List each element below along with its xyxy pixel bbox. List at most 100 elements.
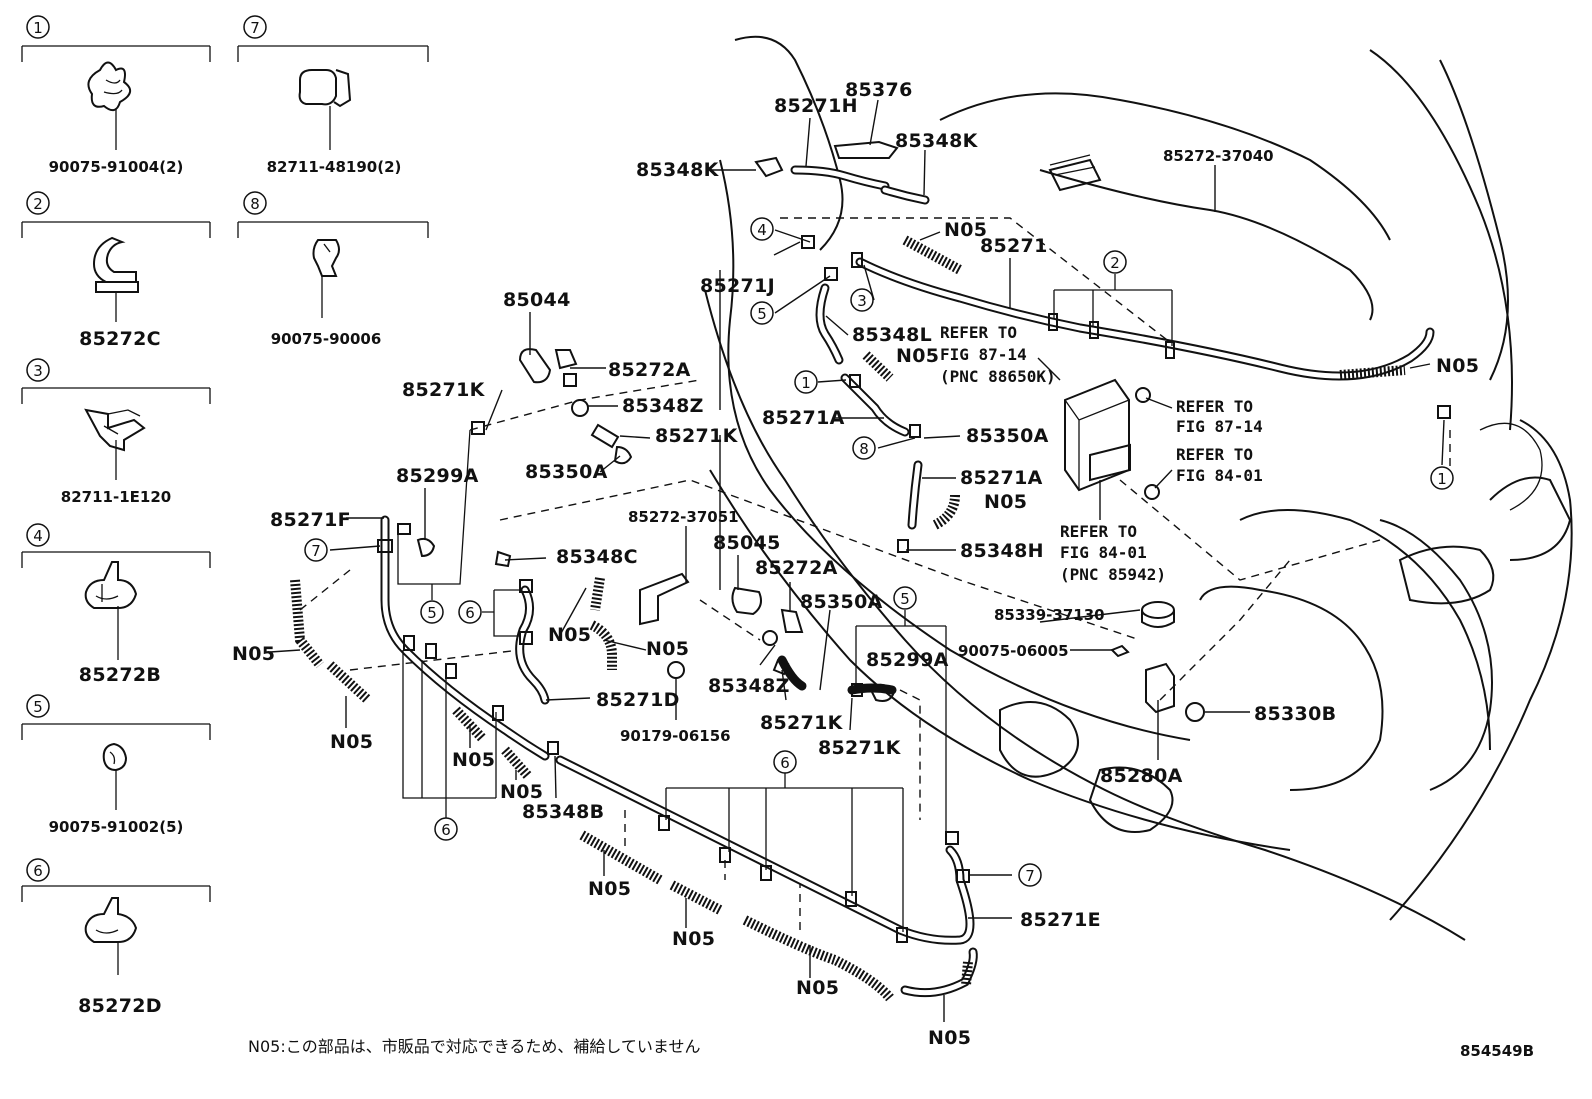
svg-text:82711-1E120: 82711-1E120: [61, 488, 171, 506]
label-85348C: 85348C: [556, 546, 638, 568]
svg-text:1: 1: [1437, 470, 1447, 488]
label-n05-d: N05: [548, 624, 591, 646]
label-n05-l: N05: [796, 977, 839, 999]
callout-6c: 6: [773, 750, 797, 774]
label-85271K-c: 85271K: [760, 712, 844, 734]
label-85272A-a: 85272A: [608, 359, 691, 381]
callout-6a: 6: [458, 600, 482, 624]
svg-text:90075-91002(5): 90075-91002(5): [49, 818, 184, 836]
label-85339-37130: 85339-37130: [994, 606, 1105, 624]
label-85350A-a: 85350A: [525, 461, 608, 483]
svg-text:5: 5: [900, 590, 910, 608]
svg-text:2: 2: [1110, 254, 1120, 272]
label-85350A-c: 85350A: [800, 591, 883, 613]
callout-4: 4: [750, 217, 774, 241]
svg-text:90075-90006: 90075-90006: [271, 330, 382, 348]
label-n05-c: N05: [984, 491, 1027, 513]
svg-text:REFER TO: REFER TO: [1060, 522, 1137, 541]
label-85271H: 85271H: [774, 95, 858, 117]
label-85348B: 85348B: [522, 801, 604, 823]
label-85272A-b: 85272A: [755, 557, 838, 579]
svg-text:6: 6: [33, 862, 43, 880]
leader-lines: [269, 99, 1445, 1022]
svg-text:8: 8: [859, 440, 869, 458]
svg-text:(PNC 88650K): (PNC 88650K): [940, 367, 1056, 386]
svg-text:3: 3: [33, 362, 43, 380]
callout-7b: 7: [1018, 863, 1042, 887]
svg-text:7: 7: [311, 542, 321, 560]
svg-text:6: 6: [465, 604, 475, 622]
svg-text:1: 1: [33, 19, 43, 37]
label-n05-e: N05: [646, 638, 689, 660]
svg-text:FIG 87-14: FIG 87-14: [1176, 417, 1263, 436]
label-90179-06156: 90179-06156: [620, 727, 731, 745]
legend-item-1: 1 90075-91004(2): [21, 15, 211, 176]
callout-1b: 1: [1430, 466, 1454, 490]
label-n05-f: N05: [232, 643, 275, 665]
callout-8: 8: [852, 436, 876, 460]
callout-1a: 1: [794, 370, 818, 394]
refer-notes: REFER TO FIG 87-14 (PNC 88650K) REFER TO…: [940, 323, 1263, 584]
svg-text:7: 7: [1025, 867, 1035, 885]
label-85272-37040: 85272-37040: [1163, 147, 1274, 165]
label-n05-n: N05: [1436, 355, 1479, 377]
label-85271A-b: 85271A: [960, 467, 1043, 489]
refer-note-1: REFER TO FIG 87-14 (PNC 88650K): [940, 323, 1056, 386]
label-85348K-a: 85348K: [636, 159, 720, 181]
label-85271: 85271: [980, 235, 1048, 257]
svg-text:REFER TO: REFER TO: [1176, 445, 1253, 464]
svg-text:90075-91004(2): 90075-91004(2): [49, 158, 184, 176]
label-85350A-b: 85350A: [966, 425, 1049, 447]
svg-text:5: 5: [427, 604, 437, 622]
label-85330B: 85330B: [1254, 703, 1336, 725]
label-85045: 85045: [713, 532, 781, 554]
legend-item-6: 6 85272D: [21, 858, 211, 1017]
svg-text:4: 4: [757, 221, 767, 239]
hose-clips: [377, 235, 1451, 943]
callout-5c: 5: [893, 586, 917, 610]
svg-text:REFER TO: REFER TO: [940, 323, 1017, 342]
svg-text:FIG 84-01: FIG 84-01: [1060, 543, 1147, 562]
svg-text:85272B: 85272B: [79, 664, 161, 686]
svg-text:8: 8: [250, 195, 260, 213]
svg-text:3: 3: [857, 292, 867, 310]
label-85271E: 85271E: [1020, 909, 1101, 931]
label-85376: 85376: [845, 79, 913, 101]
label-85271K-d: 85271K: [818, 737, 902, 759]
label-90075-06005: 90075-06005: [958, 642, 1069, 660]
label-85271A-a: 85271A: [762, 407, 845, 429]
label-85348Z-a: 85348Z: [622, 395, 704, 417]
callout-3: 3: [850, 288, 874, 312]
legend-panel: 1 90075-91004(2) 2 85272C 3 82711-1E120: [21, 15, 429, 1017]
label-85348Z-b: 85348Z: [708, 675, 790, 697]
svg-text:1: 1: [801, 374, 811, 392]
legend-item-5: 5 90075-91002(5): [21, 694, 211, 836]
label-85299A-b: 85299A: [866, 649, 949, 671]
callout-5b: 5: [420, 600, 444, 624]
components: [377, 140, 1451, 943]
svg-text:FIG 84-01: FIG 84-01: [1176, 466, 1263, 485]
legend-item-8: 8 90075-90006: [237, 191, 429, 348]
footer-note: N05:この部品は、市販品で対応できるため、補給していません: [248, 1037, 700, 1056]
label-n05-m: N05: [928, 1027, 971, 1049]
svg-text:7: 7: [250, 19, 260, 37]
label-n05-j: N05: [588, 878, 631, 900]
label-85271D: 85271D: [596, 689, 680, 711]
refer-note-4: REFER TO FIG 84-01 (PNC 85942): [1060, 522, 1166, 584]
vehicle-body: [704, 35, 1573, 941]
label-85271J: 85271J: [700, 275, 775, 297]
legend-item-2: 2 85272C: [21, 191, 211, 350]
legend-item-3: 3 82711-1E120: [21, 358, 211, 506]
label-n05-i: N05: [500, 781, 543, 803]
svg-text:5: 5: [33, 698, 43, 716]
svg-text:85272D: 85272D: [78, 995, 162, 1017]
svg-text:5: 5: [757, 305, 767, 323]
label-85280A: 85280A: [1100, 765, 1183, 787]
refer-note-3: REFER TO FIG 84-01: [1176, 445, 1263, 485]
svg-text:(PNC 85942): (PNC 85942): [1060, 565, 1166, 584]
callout-2: 2: [1103, 250, 1127, 274]
legend-item-4: 4 85272B: [21, 523, 211, 686]
callout-5a: 5: [750, 301, 774, 325]
